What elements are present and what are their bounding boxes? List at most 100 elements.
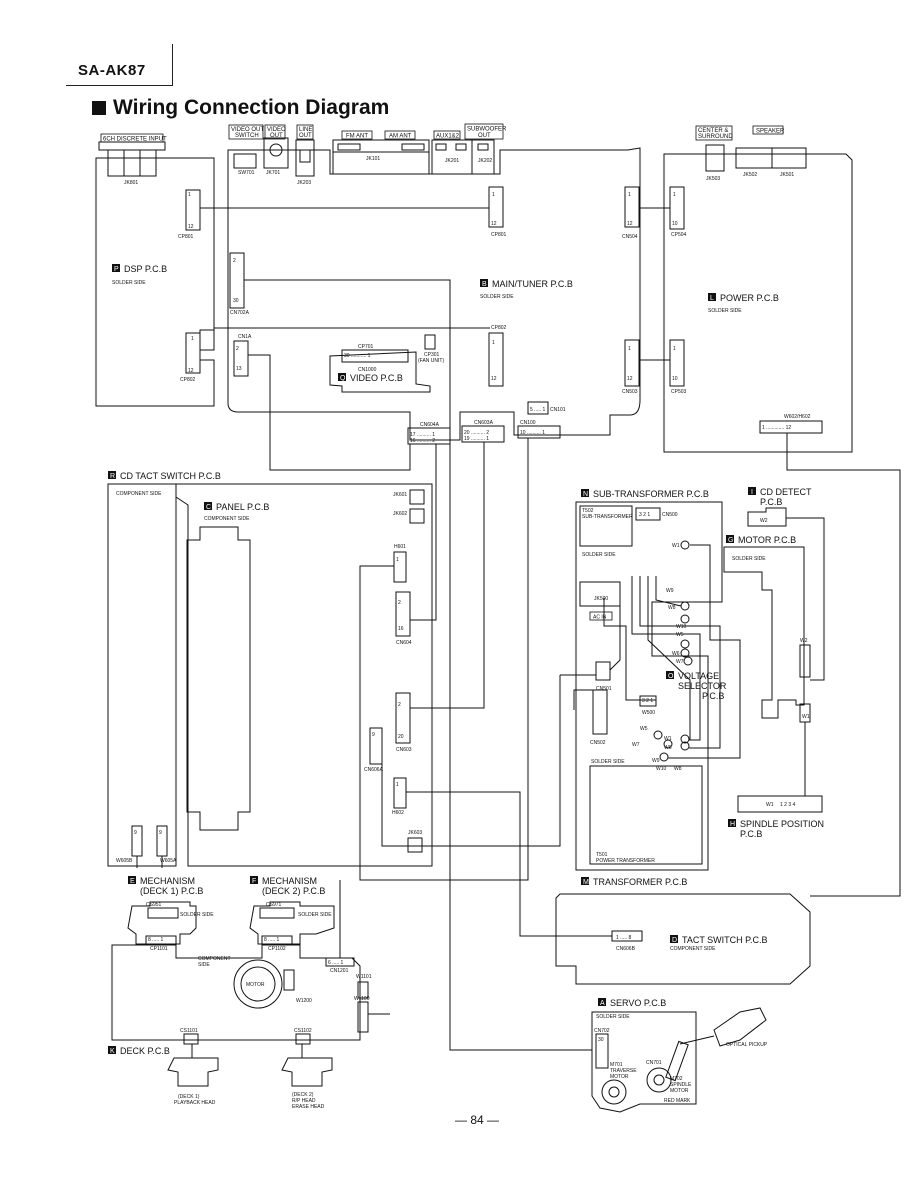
pin-cp801-12: 12 [188,224,194,230]
page-title: Wiring Connection Diagram [113,96,390,119]
title-bullet-icon [92,101,106,115]
label-panel-side: COMPONENT SIDE [204,516,250,522]
title-cd-tact: CD TACT SWITCH P.C.B [120,471,221,481]
cn702-connector [595,1033,609,1069]
label-w8-b: W8 [674,766,682,772]
label-cn503: CN503 [622,389,638,395]
label-jk603: JK603 [408,830,422,836]
pins-cn604a-a: 17 .......... 1 [410,432,435,438]
label-h601: H601 [394,544,406,550]
label-m701-1: M701 [610,1062,623,1068]
pin-cn1a-2: 2 [236,346,239,352]
h602-connector [393,777,407,809]
label-motor: MOTOR [246,982,265,988]
label-aux: AUX1&2 [436,134,460,140]
power-jacks [705,144,807,172]
title-voltage-2: SELECTOR [678,681,727,691]
label-t502-1: T502 [582,508,594,514]
label-main-side: SOLDER SIDE [480,294,514,300]
pin-w605b-9: 9 [134,830,137,836]
label-m701-2: TRAVERSE [610,1068,637,1074]
cp802-connector [185,332,201,374]
pin-cn603-2: 2 [398,702,401,708]
label-spindle-pins: 1 2 3 4 [780,802,796,808]
pins-cp1102: 8 ..... 1 [264,937,280,943]
label-motor-side: SOLDER SIDE [732,556,766,562]
label-ac-in: AC IN [593,615,607,621]
main-board-outline [227,147,641,441]
label-dsp-side: SOLDER SIDE [112,280,146,286]
pin-cn503-12: 12 [627,376,633,382]
title-dsp: DSP P.C.B [124,264,167,274]
title-subtrans: SUB-TRANSFORMER P.C.B [593,489,709,499]
pins-cn100: 10 .......... 1 [520,430,545,436]
title-cd-detect-2: P.C.B [760,497,782,507]
pin-cp802m-12: 12 [491,376,497,382]
pin-cn503-1: 1 [628,346,631,352]
mech2-board [249,901,335,945]
badge-cd-tact: R [110,473,115,480]
pins-cp701: 30 ........... 1 [344,353,371,359]
label-w1-a: W1 [672,543,680,549]
pin-cp503-10: 10 [672,376,678,382]
label-cp301-sub: (FAN UNIT) [418,358,444,364]
label-line-out-1: LINE [299,127,312,133]
badge-servo: A [600,1000,605,1007]
label-cd-tact-side: COMPONENT SIDE [116,491,162,497]
label-discrete-input: 6CH DISCRETE INPUT [103,137,167,143]
label-power-side: SOLDER SIDE [708,308,742,314]
label-optical: OPTICAL PICKUP [726,1042,768,1048]
label-jk503: JK503 [706,176,720,182]
badge-voltage: O [668,673,674,680]
servo-board-outline [591,1011,697,1113]
label-cn606a: CN606A [364,767,384,773]
label-cn603: CN603 [396,747,412,753]
pin-cp801-1: 1 [188,192,191,198]
pin-cn504-12: 12 [627,221,633,227]
label-cn701: CN701 [646,1060,662,1066]
label-m702-3: MOTOR [670,1088,689,1094]
pin-h601-1: 1 [396,557,399,563]
model-number: SA-AK87 [78,62,146,79]
badge-mech1: E [130,878,135,885]
pins-cn1201: 6 ..... 1 [328,960,344,966]
label-jk502: JK502 [743,172,757,178]
w1101-connector [357,981,369,999]
cn606a-connector [369,727,383,765]
title-voltage-1: VOLTAGE [678,671,719,681]
mech1-board [127,901,197,945]
label-cn603a: CN603A [474,420,494,426]
label-deck1-head-1: (DECK 1) [178,1094,200,1100]
panel-board-outline [175,483,433,867]
header-divider [172,44,173,86]
label-line-out-2: OUT [299,133,312,139]
label-deck2-head-1: (DECK 2) [292,1092,314,1098]
title-video: VIDEO P.C.B [350,373,403,383]
label-jk701: JK701 [266,170,280,176]
pins-w602: 1 ............. 12 [762,425,791,431]
label-subwoofer-1: SUBWOOFER [467,127,507,133]
label-cn1a: CN1A [238,334,252,340]
pin-cn1a-14: 13 [236,366,242,372]
label-jk201: JK201 [445,158,459,164]
label-cn606b: CN606B [616,946,636,952]
label-w1-spindle: W1 [766,802,774,808]
label-cn101: CN101 [550,407,566,413]
cp802-main-connector [488,332,504,387]
label-center-2: SURROUND [698,134,733,140]
title-spindle-2: P.C.B [740,829,762,839]
label-cn504: CN504 [622,234,638,240]
title-mech1-2: (DECK 1) P.C.B [140,886,203,896]
label-w500: W500 [642,710,655,716]
pin-w605a-9: 9 [159,830,162,836]
label-jk801: JK801 [124,180,138,186]
pin-cp504-10: 10 [672,221,678,227]
label-mech2-side: SOLDER SIDE [298,912,332,918]
label-cn604a: CN604A [420,422,440,428]
label-deck2-head-2: R/P HEAD [292,1098,316,1104]
label-subwoofer-2: OUT [478,133,491,139]
pin-h602-1: 1 [396,782,399,788]
pins-cp1101: 8 ..... 1 [148,937,164,943]
label-w6-b: W6 [664,745,672,751]
